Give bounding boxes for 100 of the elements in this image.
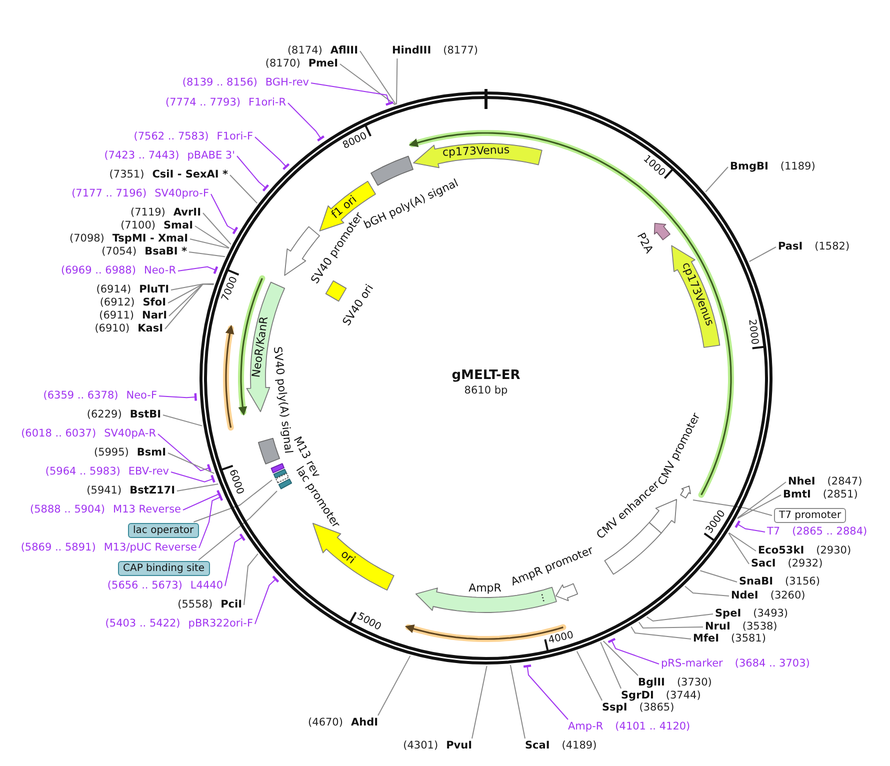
- leader-line: [692, 500, 772, 516]
- leader-line: [736, 494, 782, 519]
- primer-name: pBABE 3': [187, 150, 235, 162]
- cut-position: (3538): [742, 620, 778, 634]
- enzyme-name: AflIII: [330, 44, 358, 58]
- primer-name: BGH-rev: [265, 76, 309, 90]
- enzyme-name: AhdI: [350, 716, 378, 730]
- leader-line: [202, 212, 232, 245]
- leader-line: [310, 82, 394, 106]
- cut-position: (7351): [109, 168, 144, 182]
- primer-name: Neo-R: [144, 264, 176, 278]
- primer-range: (5869 .. 5891): [20, 542, 96, 554]
- enzyme-name: NheI: [788, 476, 816, 488]
- primer-name: L4440: [190, 580, 223, 592]
- leader-line: [360, 50, 396, 105]
- primer-range: (2865 .. 2884): [792, 526, 868, 538]
- leader-line: [182, 490, 222, 510]
- leader-line: [168, 452, 215, 474]
- leader-line: [176, 484, 219, 492]
- enzyme-name: PmeI: [308, 58, 338, 70]
- tick-label: 8000: [341, 130, 369, 152]
- leader-line: [705, 166, 728, 192]
- enzyme-name: ScaI: [525, 740, 550, 752]
- primer-range: (7177 .. 7196): [72, 188, 147, 200]
- primer-range: (5656 .. 5673): [107, 580, 182, 592]
- leader-line: [748, 246, 776, 262]
- cut-position: (3581): [731, 632, 766, 646]
- leader-line: [378, 655, 411, 716]
- leader-line: [236, 156, 269, 192]
- enzyme-name: CsiI - SexAI *: [152, 168, 228, 182]
- cut-position: (7098): [69, 232, 104, 246]
- leader-line: [700, 570, 738, 582]
- enzyme-name: SacI: [751, 558, 776, 570]
- cut-position: (5941): [86, 484, 122, 498]
- primer-name: M13/pUC Reverse: [104, 542, 197, 554]
- feature-tag: CAP binding site: [118, 561, 210, 576]
- cut-position: (6911): [99, 310, 134, 322]
- leader-line: [210, 194, 238, 234]
- tick-label: 2000: [746, 318, 760, 346]
- cut-position: (6910): [94, 322, 130, 336]
- cut-position: (6914): [96, 284, 132, 296]
- enzyme-name: BsmI: [136, 446, 166, 460]
- primer-name: pBR322ori-F: [188, 618, 253, 630]
- cut-position: (3744): [666, 690, 701, 702]
- enzyme-name: BsaBI *: [144, 246, 187, 258]
- enzyme-name: TspMI - XmaI: [112, 232, 188, 246]
- leader-line: [646, 614, 714, 622]
- leader-line: [510, 664, 526, 739]
- cut-position: (1582): [814, 240, 850, 254]
- enzyme-name: AvrII: [173, 206, 201, 220]
- feature-label: P2A: [634, 230, 656, 256]
- cut-position: (5558): [178, 598, 213, 612]
- leader-line: [190, 238, 230, 249]
- primer-name: pRS-marker: [661, 658, 723, 670]
- leader-line: [170, 283, 214, 290]
- leader-line: [194, 226, 230, 248]
- leader-line: [737, 482, 786, 518]
- tick-label: 6000: [226, 468, 246, 496]
- primer-name: SV40pA-R: [104, 428, 156, 440]
- leader-line: [178, 266, 218, 274]
- leader-line: [164, 283, 214, 330]
- leader-line: [728, 532, 756, 552]
- cut-position: (8174): [287, 44, 322, 58]
- enzyme-name: Eco53kI: [758, 544, 804, 558]
- primer-range: (5888 .. 5904): [30, 504, 106, 516]
- feature-block: [670, 244, 722, 349]
- leader-line: [472, 666, 488, 739]
- feature-label: AmpR: [468, 582, 502, 594]
- leader-line: [340, 64, 396, 106]
- enzyme-name: KasI: [138, 322, 163, 336]
- leader-line: [728, 532, 750, 564]
- cut-position: (3260): [770, 590, 806, 602]
- leader-line: [170, 472, 216, 483]
- leader-line: [734, 520, 766, 532]
- cut-position: (1189): [780, 160, 816, 174]
- primer-range: (8139 .. 8156): [182, 76, 258, 90]
- cut-position: (7100): [120, 220, 156, 232]
- cut-position: (6229): [86, 408, 122, 422]
- enzyme-name: NarI: [142, 310, 167, 322]
- cut-position: (5995): [94, 446, 129, 460]
- primer-name: Amp-R: [568, 720, 604, 734]
- cut-position: (2932): [788, 558, 823, 570]
- cut-position: (3730): [676, 676, 712, 690]
- leader-line: [198, 493, 224, 548]
- enzyme-name: NruI: [705, 620, 730, 634]
- leader-line: [230, 174, 258, 204]
- primer-range: (7562 .. 7583): [134, 130, 209, 144]
- leader-line: [602, 640, 638, 676]
- enzyme-name: MfeI: [693, 632, 720, 646]
- cut-position: (3493): [753, 608, 788, 620]
- enzyme-name: SpeI: [715, 608, 742, 620]
- leader-line: [158, 434, 212, 472]
- leader-line: [198, 490, 278, 560]
- cut-position: (2930): [816, 544, 852, 558]
- cut-position: (8170): [265, 58, 300, 70]
- enzyme-name: BstZ17I: [130, 484, 175, 498]
- feature-label: ori: [338, 548, 358, 567]
- cut-position: (7119): [130, 206, 166, 220]
- primer-range: (5403 .. 5422): [105, 618, 180, 630]
- leader-line: [244, 553, 258, 606]
